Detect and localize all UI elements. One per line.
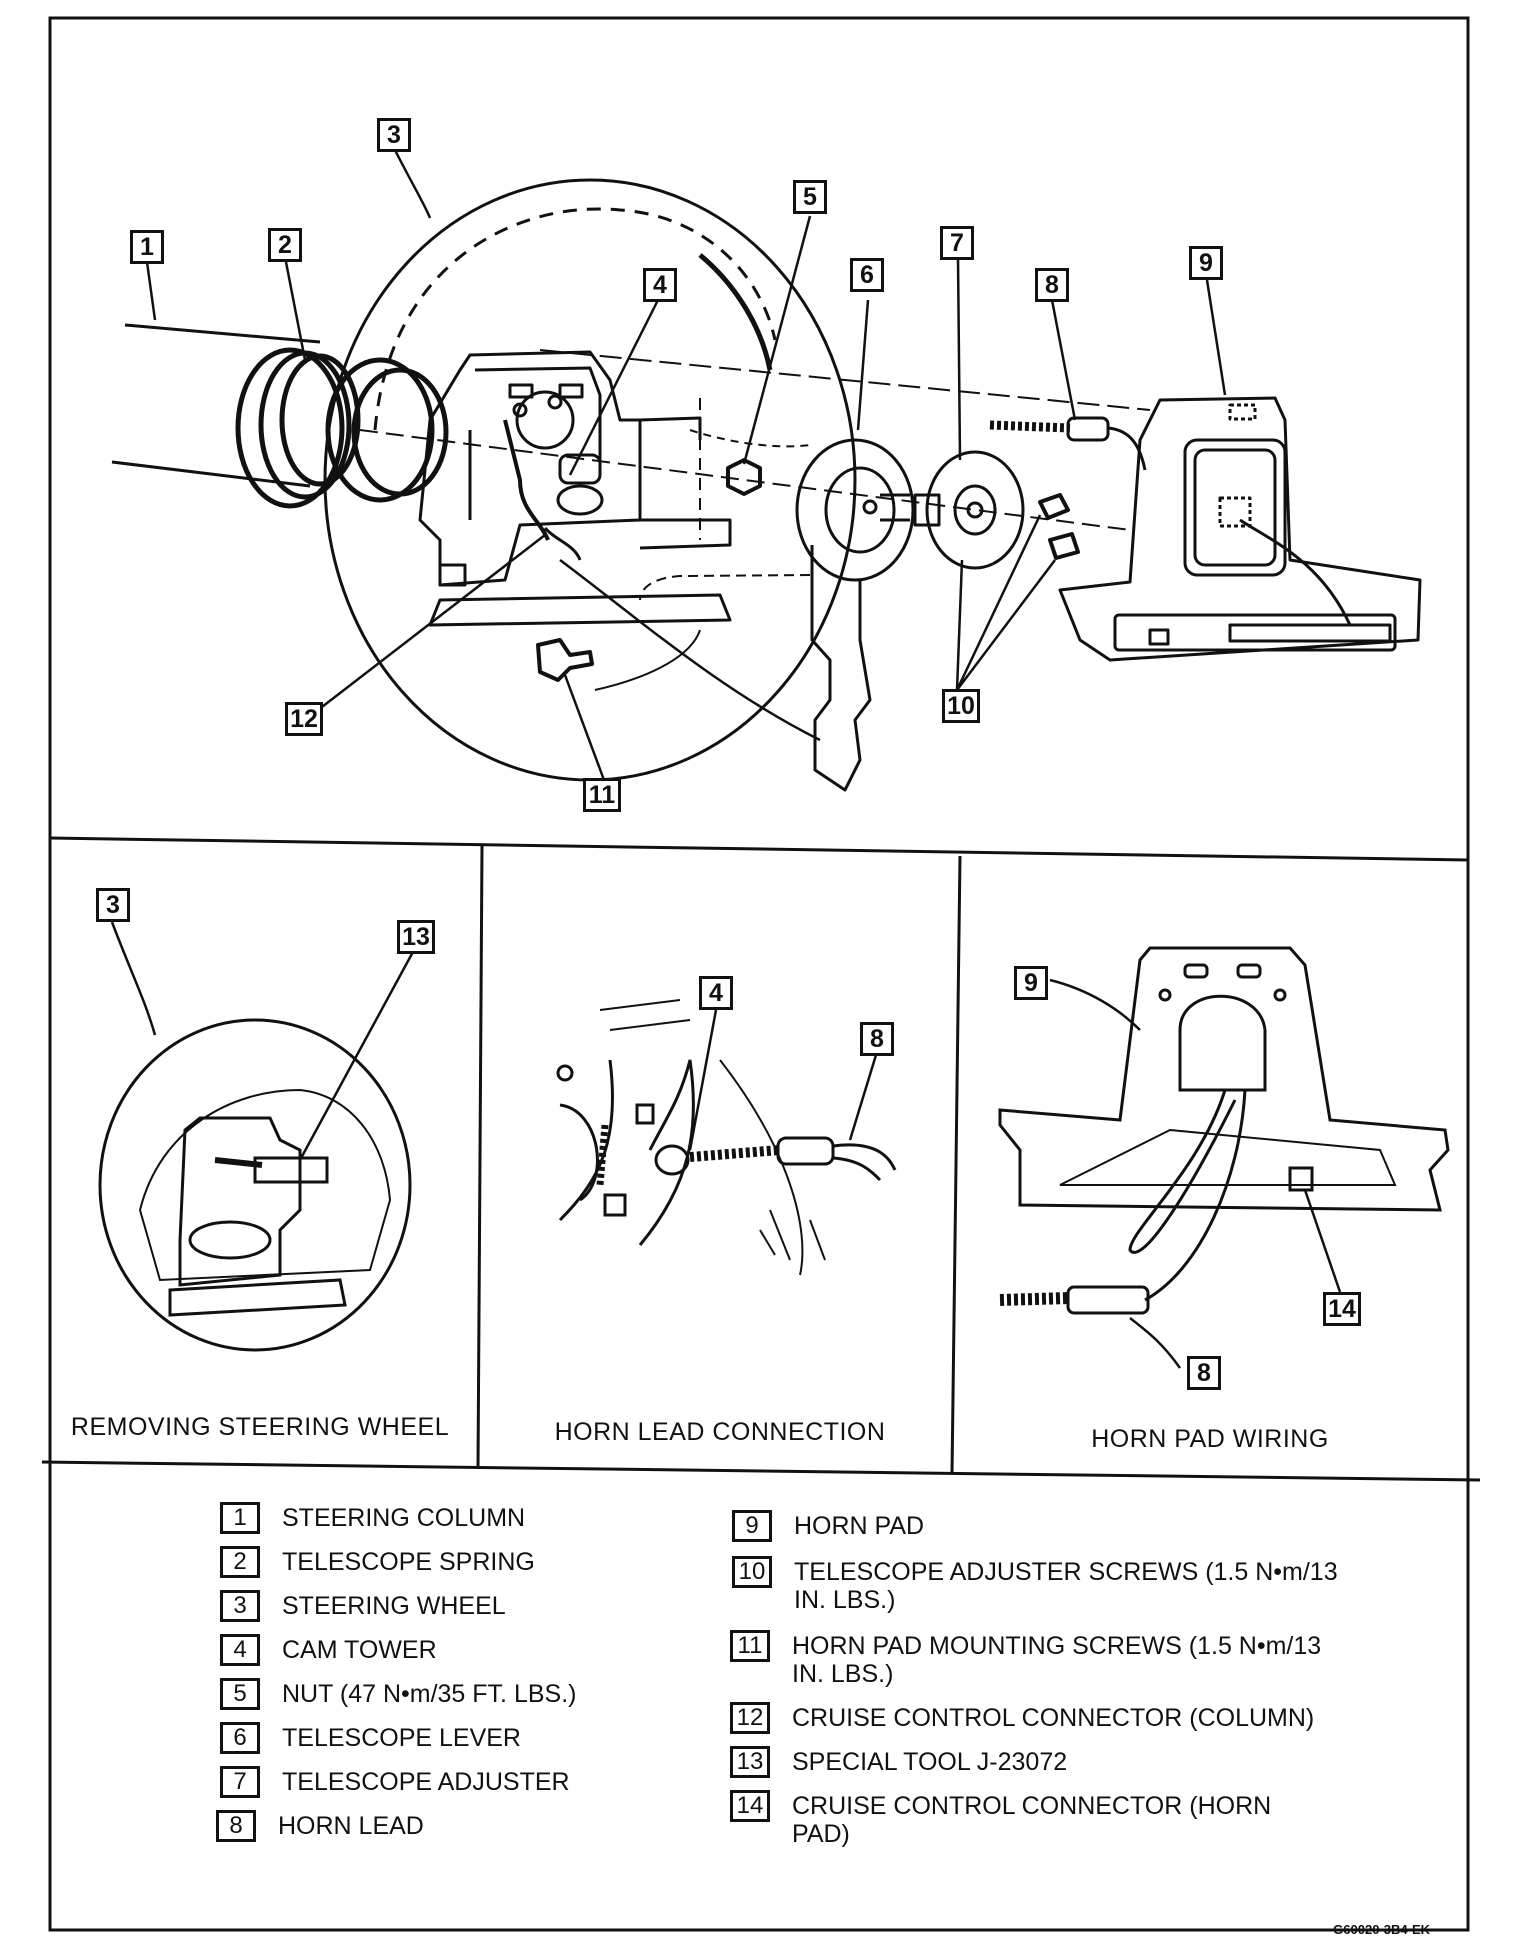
callout-hornpad-9: 9 xyxy=(1014,966,1048,1000)
callout-1: 1 xyxy=(130,230,164,264)
callout-removing-13: 13 xyxy=(397,920,435,954)
legend-label: CRUISE CONTROL CONNECTOR (COLUMN) xyxy=(792,1704,1315,1732)
divider-v2 xyxy=(950,855,962,1475)
telescope-adjuster-shape xyxy=(913,450,1025,570)
legend-item-8: 8 HORN LEAD xyxy=(216,1810,424,1842)
divider-v1 xyxy=(476,845,484,1469)
legend-item-5: 5 NUT (47 N•m/35 FT. LBS.) xyxy=(220,1678,576,1710)
horn-lead-shape xyxy=(989,416,1147,471)
legend-number: 6 xyxy=(220,1722,260,1754)
legend-item-9: 9 HORN PAD xyxy=(732,1510,924,1542)
legend-label-line1: TELESCOPE ADJUSTER SCREWS (1.5 N•m/13 xyxy=(794,1558,1338,1586)
callout-hornpad-8: 8 xyxy=(1187,1356,1221,1390)
legend-label: TELESCOPE LEVER xyxy=(282,1724,521,1752)
legend-label-line2: IN. LBS.) xyxy=(792,1660,894,1688)
callout-6: 6 xyxy=(850,258,884,292)
callout-hornlead-4: 4 xyxy=(699,976,733,1010)
legend-item-12: 12 CRUISE CONTROL CONNECTOR (COLUMN) xyxy=(730,1702,1314,1734)
legend-number: 13 xyxy=(730,1746,770,1778)
legend-label: TELESCOPE SPRING xyxy=(282,1548,535,1576)
callout-4: 4 xyxy=(643,268,677,302)
legend-number: 2 xyxy=(220,1546,260,1578)
removing-wheel-artwork xyxy=(98,1018,412,1352)
legend-label: STEERING WHEEL xyxy=(282,1592,506,1620)
horn-pad-shape xyxy=(1058,396,1422,662)
nut-shape xyxy=(726,458,762,496)
telescope-lever-shape xyxy=(795,438,915,792)
horn-pad-wiring-artwork xyxy=(998,946,1450,1315)
caption-removing-steering-wheel: REMOVING STEERING WHEEL xyxy=(70,1413,450,1441)
legend-item-7: 7 TELESCOPE ADJUSTER xyxy=(220,1766,570,1798)
legend-label-line2: PAD) xyxy=(792,1820,850,1848)
callout-10: 10 xyxy=(942,689,980,723)
callout-5: 5 xyxy=(793,180,827,214)
callout-11: 11 xyxy=(583,778,621,812)
legend-label: NUT (47 N•m/35 FT. LBS.) xyxy=(282,1680,577,1708)
legend-number: 9 xyxy=(732,1510,772,1542)
legend-label: HORN LEAD xyxy=(278,1812,424,1840)
legend-label: HORN PAD xyxy=(794,1512,925,1540)
legend-number: 5 xyxy=(220,1678,260,1710)
legend-label: STEERING COLUMN xyxy=(282,1504,526,1532)
figure-code: G60020-3B4-EK xyxy=(1333,1922,1430,1937)
legend-item-3: 3 STEERING WHEEL xyxy=(220,1590,506,1622)
legend-number: 3 xyxy=(220,1590,260,1622)
hub-housing xyxy=(418,350,642,587)
legend-item-2: 2 TELESCOPE SPRING xyxy=(220,1546,535,1578)
legend-number: 10 xyxy=(732,1556,772,1588)
main-exploded-view xyxy=(111,178,1422,792)
callout-hornpad-14: 14 xyxy=(1323,1292,1361,1326)
callout-hornlead-8: 8 xyxy=(860,1022,894,1056)
adjuster-screws-shape xyxy=(1038,493,1080,560)
legend-item-1: 1 STEERING COLUMN xyxy=(220,1502,525,1534)
legend-label-line2: IN. LBS.) xyxy=(794,1586,896,1614)
legend-item-4: 4 CAM TOWER xyxy=(220,1634,437,1666)
horn-lead-connection-artwork xyxy=(556,999,897,1276)
telescope-spring-shape xyxy=(235,347,449,509)
legend-label-line1: CRUISE CONTROL CONNECTOR (HORN xyxy=(792,1792,1272,1820)
legend-number: 1 xyxy=(220,1502,260,1534)
legend-label: TELESCOPE ADJUSTER xyxy=(282,1768,570,1796)
legend-number: 8 xyxy=(216,1810,256,1842)
caption-horn-lead-connection: HORN LEAD CONNECTION xyxy=(554,1418,886,1446)
legend-item-6: 6 TELESCOPE LEVER xyxy=(220,1722,521,1754)
caption-horn-pad-wiring: HORN PAD WIRING xyxy=(1091,1425,1329,1453)
legend-number: 14 xyxy=(730,1790,770,1822)
legend-number: 11 xyxy=(730,1630,770,1662)
steering-wheel-rim xyxy=(323,178,857,782)
callout-8: 8 xyxy=(1035,268,1069,302)
legend-number: 12 xyxy=(730,1702,770,1734)
legend-number: 4 xyxy=(220,1634,260,1666)
callout-12: 12 xyxy=(285,702,323,736)
divider-bottom xyxy=(41,1460,1481,1482)
page-frame xyxy=(48,16,1470,1932)
main-leader-lines xyxy=(145,149,1227,781)
legend-label-line1: HORN PAD MOUNTING SCREWS (1.5 N•m/13 xyxy=(792,1632,1322,1660)
callout-7: 7 xyxy=(940,226,974,260)
mounting-screw-shape xyxy=(536,638,594,682)
callout-3: 3 xyxy=(377,118,411,152)
callout-9: 9 xyxy=(1189,246,1223,280)
legend-item-13: 13 SPECIAL TOOL J-23072 xyxy=(730,1746,1067,1778)
legend-label: CAM TOWER xyxy=(282,1636,437,1664)
callout-2: 2 xyxy=(268,228,302,262)
legend-number: 7 xyxy=(220,1766,260,1798)
legend-label: SPECIAL TOOL J-23072 xyxy=(792,1748,1068,1776)
callout-removing-3: 3 xyxy=(96,888,130,922)
divider-top xyxy=(49,836,1469,862)
